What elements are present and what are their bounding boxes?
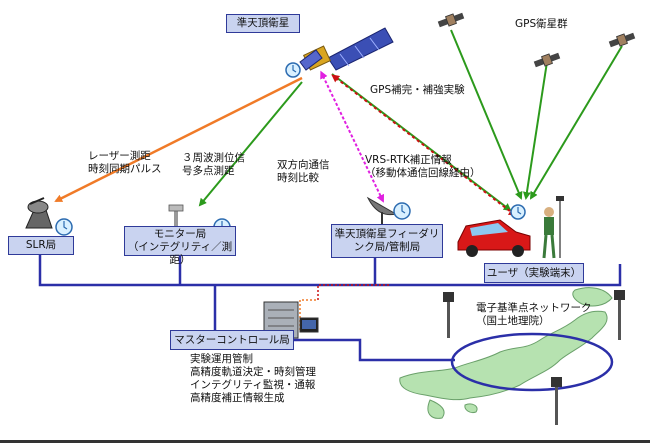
vrs-rtk-line-2: （移動体通信回線経由） [365,167,481,179]
master-function-item: 高精度軌道決定・時刻管理 [190,366,316,378]
user-label: ユーザ（実験端末） [484,263,584,283]
vrs-rtk-link [331,74,517,217]
gps-link [450,29,523,200]
master-functions-list: 実験運用管制 高精度軌道決定・時刻管理 インテグリティ監視・通報 高精度補正情報… [190,353,316,405]
monitor-station-name: モニター局 [153,228,207,240]
master-function-item: 実験運用管制 [190,353,253,365]
surveyor-icon [542,196,564,259]
gps-satellite-icon [608,32,636,48]
triple-frequency-line-1: ３周波測位信 [182,152,245,164]
clock-icon [510,204,526,220]
gnss-station-icon [443,292,454,338]
feeder-station-line-1: 準天頂衛星フィーダリ [334,228,440,240]
clock-icon [285,62,301,78]
vrs-rtk-line-1: VRS-RTK補正情報 [365,154,452,166]
qzs-satellite-label: 準天頂衛星 [226,14,300,33]
gnss-network-label: 電子基準点ネットワーク （国土地理院） [476,302,592,328]
gps-constellation-label: GPS衛星群 [515,18,568,30]
triple-frequency-link [198,81,303,207]
japan-map-icon [399,287,613,419]
monitor-station-role: （インテグリティ／測距） [127,241,233,266]
car-icon [457,219,531,257]
gnss-station-icon [614,290,625,340]
gnss-network-line-1: 電子基準点ネットワーク [476,302,592,314]
slr-station-label: SLR局 [8,236,74,255]
laser-ranging-label: レーザー測距 時刻同期パルス [88,150,162,176]
two-way-comm-label: 双方向通信 時刻比較 [277,159,330,185]
qzs-feeder-station-label: 準天頂衛星フィーダリ ンク局/管制局 [331,224,443,258]
gps-satellite-icon [437,12,465,28]
feeder-station-line-2: ンク局/管制局 [353,241,421,253]
monitor-station-label: モニター局 （インテグリティ／測距） [124,226,236,266]
laser-ranging-line-1: レーザー測距 [88,150,151,162]
bottom-rule [0,440,650,443]
monitor-antenna-icon [168,204,184,226]
clock-icon [393,202,411,220]
two-way-comm-line-1: 双方向通信 [277,159,330,171]
laser-ranging-line-2: 時刻同期パルス [88,163,162,175]
ground-network-lines [38,253,622,362]
triple-frequency-label: ３周波測位信 号多点測距 [182,152,245,178]
triple-frequency-line-2: 号多点測距 [182,165,235,177]
gps-augmentation-label: GPS補完・補強実験 [370,84,465,96]
master-to-user-dashed-link [317,284,390,300]
master-function-item: インテグリティ監視・通報 [190,379,316,391]
satellite-dish-icon [366,196,398,227]
gps-satellite-icon [533,52,561,68]
two-way-comm-line-2: 時刻比較 [277,172,319,184]
slr-telescope-icon [25,197,53,229]
qzs-satellite-icon [299,27,394,71]
gps-link [522,61,548,200]
laser-ranging-link [54,76,303,203]
gnss-station-icon [551,377,562,425]
gps-link [529,45,623,200]
master-control-station-label: マスターコントロール局 [170,330,294,350]
master-function-item: 高精度補正情報生成 [190,392,285,404]
clock-icon [55,218,73,236]
vrs-rtk-label: VRS-RTK補正情報 （移動体通信回線経由） [365,154,481,180]
gnss-network-ellipse [450,332,614,392]
gnss-network-line-2: （国土地理院） [476,315,550,327]
